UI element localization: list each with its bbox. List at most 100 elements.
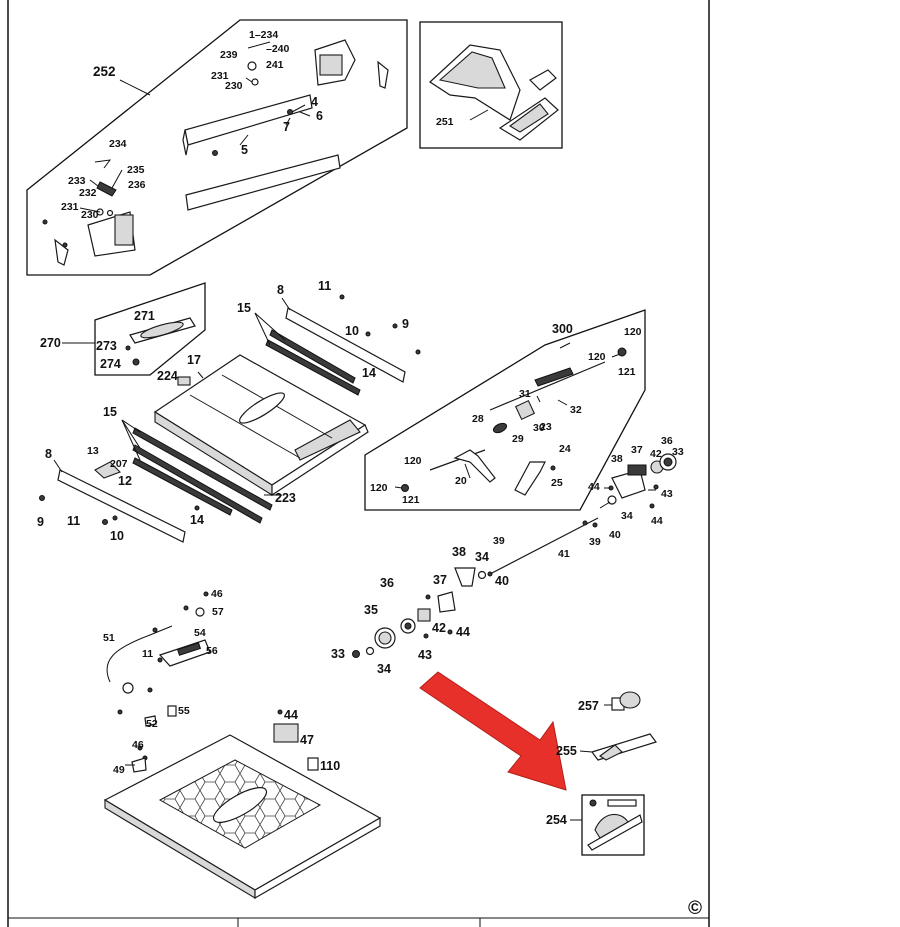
callout-11-front: 11 xyxy=(67,514,80,528)
callout-255: 255 xyxy=(556,744,577,758)
callout-12: 12 xyxy=(118,474,132,488)
throat-plate-group xyxy=(62,282,206,376)
callout-44-right-a: 44 xyxy=(588,481,600,493)
callout-241: 241 xyxy=(266,59,284,71)
callout-37-left: 37 xyxy=(433,573,447,587)
callout-49: 49 xyxy=(113,764,125,776)
callout-56: 56 xyxy=(206,645,218,657)
callout-33-right: 33 xyxy=(672,446,684,458)
callout-271: 271 xyxy=(134,309,155,323)
callout-30: 30 xyxy=(533,422,545,434)
callout-40-a: 40 xyxy=(609,529,621,541)
callout-274: 274 xyxy=(100,357,121,371)
callout-43-right: 43 xyxy=(661,488,673,500)
callout-230-bottom: 230 xyxy=(81,209,99,221)
callout-257: 257 xyxy=(578,699,599,713)
callout-36-right: 36 xyxy=(661,435,673,447)
callout-34-left: 34 xyxy=(377,662,391,676)
callout-46-base: 46 xyxy=(132,739,144,751)
callout-236: 236 xyxy=(128,179,146,191)
adjust-mechanism-group xyxy=(364,309,646,511)
callout-34-right: 34 xyxy=(621,510,633,522)
callout-13: 13 xyxy=(87,445,99,457)
trunnion-mechanism-group xyxy=(352,453,677,658)
callout-23: 23 xyxy=(540,421,552,433)
callout-9-front: 9 xyxy=(37,515,44,529)
callout-38-left: 38 xyxy=(452,545,466,559)
callout-31: 31 xyxy=(519,388,531,400)
callout-44-right-b: 44 xyxy=(651,515,663,527)
page-frame xyxy=(7,0,710,927)
callout-11-base: 11 xyxy=(142,648,153,660)
callout-273: 273 xyxy=(96,339,117,353)
callout-40-b: 40 xyxy=(495,574,509,588)
callout-230-top: 230 xyxy=(225,80,243,92)
callout-120-b: 120 xyxy=(588,351,606,363)
callout-54: 54 xyxy=(194,627,206,639)
callout-251: 251 xyxy=(436,116,454,128)
callout-38-right: 38 xyxy=(611,453,623,465)
callout-14-rear: 14 xyxy=(362,366,376,380)
callout-25: 25 xyxy=(551,477,563,489)
callout-207: 207 xyxy=(110,458,128,470)
callout-5: 5 xyxy=(241,143,248,157)
base-group xyxy=(103,591,382,900)
callout-240: –240 xyxy=(266,43,290,55)
callout-6: 6 xyxy=(316,109,323,123)
callout-231-bottom: 231 xyxy=(61,201,79,213)
callout-300: 300 xyxy=(552,322,573,336)
table-top-group xyxy=(39,294,421,543)
callout-110: 110 xyxy=(320,759,340,773)
callout-20: 20 xyxy=(455,475,467,487)
callout-51: 51 xyxy=(103,632,115,644)
callout-121-b: 121 xyxy=(402,494,420,506)
callout-52: 52 xyxy=(146,718,158,730)
callout-47: 47 xyxy=(300,733,314,747)
fence-assembly-group xyxy=(26,19,408,276)
callout-14-front: 14 xyxy=(190,513,204,527)
callout-270: 270 xyxy=(40,336,61,350)
callout-239: 239 xyxy=(220,49,238,61)
callout-44-base: 44 xyxy=(284,708,298,722)
callout-120-a: 120 xyxy=(624,326,642,338)
callout-120-d: 120 xyxy=(370,482,388,494)
callout-24: 24 xyxy=(559,443,571,455)
callout-223: 223 xyxy=(275,491,296,505)
callout-36-left: 36 xyxy=(380,576,394,590)
callout-10-rear: 10 xyxy=(345,324,359,338)
callout-17: 17 xyxy=(187,353,201,367)
callout-252: 252 xyxy=(93,64,116,79)
callout-44-left: 44 xyxy=(456,625,470,639)
callout-55: 55 xyxy=(178,705,190,717)
callout-39-a: 39 xyxy=(493,535,505,547)
callout-4: 4 xyxy=(311,95,318,109)
callout-33-left: 33 xyxy=(331,647,345,661)
callout-41: 41 xyxy=(558,548,570,560)
callout-8-rear: 8 xyxy=(277,283,284,297)
blade-guard-group xyxy=(419,21,563,149)
callout-46-top: 46 xyxy=(211,588,223,600)
callout-42-right: 42 xyxy=(650,448,662,460)
callout-224: 224 xyxy=(157,369,178,383)
callout-9-rear: 9 xyxy=(402,317,409,331)
group-252-frame xyxy=(26,19,408,276)
callout-15-front: 15 xyxy=(103,405,117,419)
callout-8-front: 8 xyxy=(45,447,52,461)
callout-43-left: 43 xyxy=(418,648,432,662)
callout-235: 235 xyxy=(127,164,145,176)
callout-15-rear: 15 xyxy=(237,301,251,315)
callout-7: 7 xyxy=(283,120,290,134)
callout-231-top: 231 xyxy=(211,70,229,82)
callout-57: 57 xyxy=(212,606,224,618)
callout-35: 35 xyxy=(364,603,378,617)
callout-234-top: 1–234 xyxy=(249,29,278,41)
callout-29: 29 xyxy=(512,433,524,445)
callout-121-a: 121 xyxy=(618,366,636,378)
callout-11-rear: 11 xyxy=(318,279,331,293)
callout-39-b: 39 xyxy=(589,536,601,548)
copyright-symbol: © xyxy=(688,898,702,919)
callout-120-c: 120 xyxy=(404,455,422,467)
highlight-arrow xyxy=(419,671,567,791)
callout-234-bottom: 234 xyxy=(109,138,127,150)
